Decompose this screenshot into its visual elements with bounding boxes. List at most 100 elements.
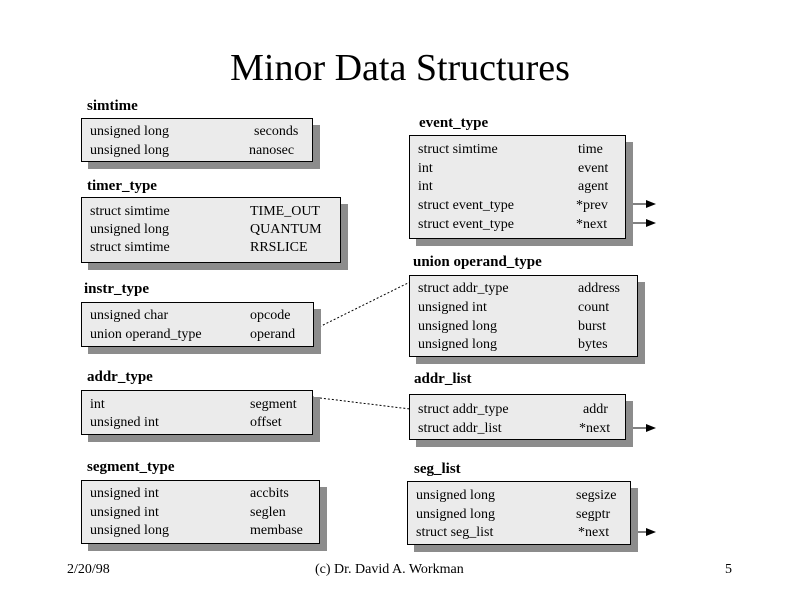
struct-row: union operand_type operand (82, 325, 313, 344)
field-name: offset (250, 415, 282, 430)
addr-list-box: struct addr_type addr struct addr_list *… (409, 394, 626, 440)
field-name: RRSLICE (250, 240, 308, 255)
field-type: struct addr_type (418, 402, 509, 417)
struct-row: int event (410, 159, 625, 178)
simtime-box: unsigned long seconds unsigned long nano… (81, 118, 313, 162)
field-type: unsigned long (90, 124, 169, 139)
footer-credit: (c) Dr. David A. Workman (315, 562, 464, 577)
field-type: union operand_type (90, 327, 202, 342)
field-type: unsigned long (90, 523, 169, 538)
struct-row: unsigned char opcode (82, 306, 313, 325)
segment-type-box: unsigned int accbits unsigned int seglen… (81, 480, 320, 544)
field-name: time (578, 142, 603, 157)
field-name: QUANTUM (250, 222, 322, 237)
field-type: int (418, 179, 433, 194)
field-name: bytes (578, 337, 608, 352)
struct-row: unsigned long seconds (82, 122, 312, 141)
field-type: struct simtime (418, 142, 498, 157)
struct-row: struct addr_type addr (410, 400, 625, 419)
field-type: int (418, 161, 433, 176)
field-name: operand (250, 327, 296, 342)
field-name: burst (578, 319, 606, 334)
field-name: segptr (576, 507, 611, 522)
field-type: unsigned long (418, 337, 497, 352)
struct-row: struct addr_list *next (410, 419, 625, 438)
field-name: *next (578, 525, 610, 540)
struct-row: unsigned int seglen (82, 503, 319, 522)
struct-row: int segment (82, 395, 312, 414)
field-type: unsigned long (416, 507, 495, 522)
field-type: struct simtime (90, 240, 170, 255)
instr-type-box: unsigned char opcode union operand_type … (81, 302, 314, 347)
field-name: membase (250, 523, 303, 538)
field-type: unsigned int (90, 415, 159, 430)
field-name: segsize (576, 488, 617, 503)
segment-type-label: segment_type (87, 459, 175, 475)
struct-row: unsigned long nanosec (82, 141, 312, 160)
field-type: unsigned int (418, 300, 487, 315)
struct-row: struct simtime TIME_OUT (82, 202, 340, 221)
struct-row: unsigned long segsize (408, 486, 630, 505)
field-type: unsigned long (418, 319, 497, 334)
operand-type-label: union operand_type (413, 254, 542, 270)
field-type: unsigned long (90, 143, 169, 158)
struct-row: struct simtime RRSLICE (82, 238, 340, 257)
field-name: segment (250, 397, 297, 412)
addr-list-label: addr_list (414, 371, 472, 387)
addr-type-label: addr_type (87, 369, 153, 385)
field-type: unsigned char (90, 308, 169, 323)
struct-row: unsigned int accbits (82, 484, 319, 503)
struct-row: struct event_type *prev (410, 196, 625, 215)
struct-row: unsigned long bytes (410, 335, 637, 354)
field-type: unsigned long (416, 488, 495, 503)
timer-type-box: struct simtime TIME_OUT unsigned long QU… (81, 197, 341, 263)
struct-row: struct simtime time (410, 140, 625, 159)
field-name: *next (576, 217, 608, 232)
field-type: unsigned long (90, 222, 169, 237)
timer-type-label: timer_type (87, 178, 157, 194)
seg-list-box: unsigned long segsize unsigned long segp… (407, 481, 631, 545)
field-name: address (578, 281, 620, 296)
field-type: struct addr_type (418, 281, 509, 296)
field-type: unsigned int (90, 486, 159, 501)
struct-row: int agent (410, 177, 625, 196)
seg-list-label: seg_list (414, 461, 461, 477)
field-type: struct seg_list (416, 525, 494, 540)
field-type: struct event_type (418, 217, 515, 232)
field-type: struct simtime (90, 204, 170, 219)
field-name: *prev (576, 198, 608, 213)
operand-link-line (304, 281, 411, 335)
field-name: TIME_OUT (250, 204, 320, 219)
field-name: event (578, 161, 609, 176)
struct-row: unsigned long QUANTUM (82, 220, 340, 239)
field-name: count (578, 300, 610, 315)
simtime-label: simtime (87, 98, 138, 114)
struct-row: unsigned long burst (410, 317, 637, 336)
field-name: seconds (254, 124, 299, 139)
footer-date: 2/20/98 (67, 562, 110, 577)
field-name: accbits (250, 486, 289, 501)
struct-row: struct event_type *next (410, 215, 625, 234)
addr-link-line (311, 396, 411, 410)
struct-row: struct addr_type address (410, 279, 637, 298)
addr-type-box: int segment unsigned int offset (81, 390, 313, 435)
struct-row: unsigned long membase (82, 521, 319, 540)
field-type: struct addr_list (418, 421, 502, 436)
field-name: seglen (250, 505, 286, 520)
instr-type-label: instr_type (84, 281, 149, 297)
operand-type-box: struct addr_type address unsigned int co… (409, 275, 638, 357)
event-type-label: event_type (419, 115, 489, 131)
field-name: addr (583, 402, 608, 417)
page-number: 5 (725, 562, 732, 577)
struct-row: unsigned int offset (82, 413, 312, 432)
field-name: agent (578, 179, 609, 194)
field-type: struct event_type (418, 198, 515, 213)
slide-title: Minor Data Structures (230, 47, 570, 89)
field-name: *next (579, 421, 611, 436)
field-name: opcode (250, 308, 291, 323)
event-type-box: struct simtime time int event int agent … (409, 135, 626, 239)
field-type: int (90, 397, 105, 412)
field-type: unsigned int (90, 505, 159, 520)
struct-row: unsigned int count (410, 298, 637, 317)
struct-row: unsigned long segptr (408, 505, 630, 524)
